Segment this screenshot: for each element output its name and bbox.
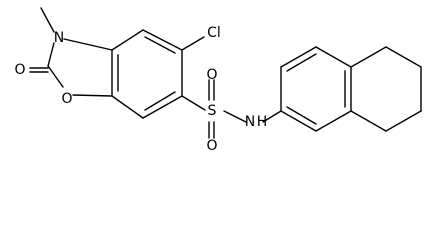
bond-nh-ar1 xyxy=(262,110,282,123)
bond-c4-c5-inner xyxy=(144,36,176,54)
atom-cl: Cl xyxy=(207,25,221,41)
atom-nh-n: N xyxy=(245,114,255,130)
bond-c4-c5 xyxy=(142,29,183,51)
atom-labels: N O O Cl S O O N H xyxy=(14,25,267,154)
bond-c6-c7-inner xyxy=(144,91,176,111)
bond-ar3-ar4 xyxy=(315,46,352,68)
bond-ar6-ar1-inner xyxy=(286,106,317,125)
bond-sat3-sat4 xyxy=(385,110,422,132)
atom-s: S xyxy=(208,103,217,119)
bond-c6-s xyxy=(181,95,206,111)
atom-nh-h: H xyxy=(257,114,268,130)
atom-n3: N xyxy=(54,30,64,46)
molecule-structure: N O O Cl S O O N H xyxy=(14,7,422,154)
bond-sat4-ar5 xyxy=(350,110,387,132)
bond-o1-c7a xyxy=(72,94,113,97)
atom-o-carbonyl: O xyxy=(14,62,25,78)
bond-c7-c7a xyxy=(111,95,144,119)
bond-ar2-ar3 xyxy=(280,46,317,68)
bond-c3a-c4 xyxy=(111,29,144,51)
bond-c2-o1 xyxy=(47,65,64,88)
atom-o1: O xyxy=(61,91,72,107)
bond-ar2-ar3-inner xyxy=(286,53,317,72)
bond-sat1-sat2 xyxy=(385,46,422,68)
bond-ar4-sat1 xyxy=(350,46,387,68)
bond-ar6-ar1 xyxy=(280,110,317,132)
bonds xyxy=(29,7,422,139)
atom-o-s-top: O xyxy=(206,67,217,83)
bond-s-nh xyxy=(223,110,247,123)
atom-o-s-bottom: O xyxy=(206,138,217,154)
bond-ar5-ar6 xyxy=(315,110,352,132)
bond-methyl-n3 xyxy=(40,7,55,33)
bond-n3-c2 xyxy=(47,42,55,67)
bond-c6-c7 xyxy=(142,95,183,119)
bond-c5-cl xyxy=(181,36,205,51)
bond-n3-c3a xyxy=(63,38,113,51)
